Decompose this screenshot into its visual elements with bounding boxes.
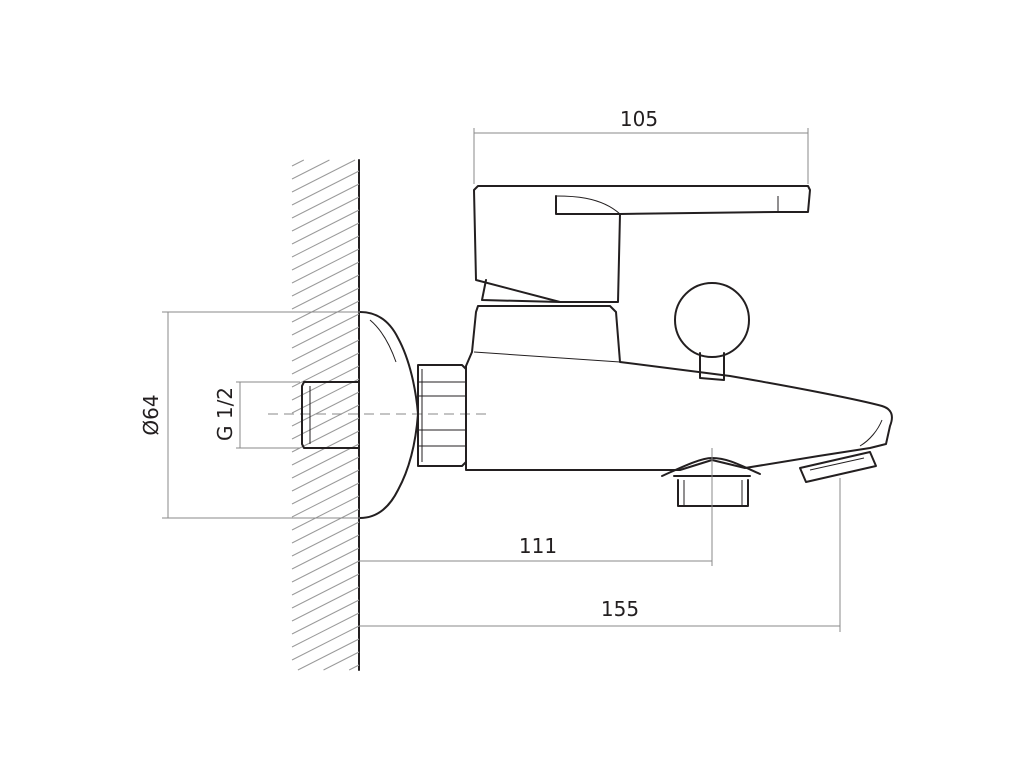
hatch-line [291, 456, 360, 492]
hatch-line [291, 560, 360, 596]
hand-shower-outlet [661, 457, 761, 507]
hatch-line [291, 159, 330, 180]
hatch-line [291, 612, 360, 648]
dimension-spout-projection: 155 [359, 478, 841, 632]
hatch-line [297, 638, 360, 671]
hex-nut [417, 364, 467, 467]
hatch-line [291, 209, 360, 245]
dimension-outlet-distance: 111 [359, 448, 713, 566]
diverter-knob [674, 282, 750, 381]
hatch-line [291, 287, 360, 323]
dimension-handle-length: 105 [473, 107, 809, 184]
hatch-line [291, 300, 360, 336]
label-spout-projection: 155 [601, 597, 639, 621]
hatch-line [291, 339, 360, 375]
hatch-line [291, 261, 360, 297]
dimension-flange-diameter: Ø64 [139, 311, 360, 519]
hatch-line [291, 196, 360, 232]
hatch-line [291, 521, 360, 557]
hatch-line [291, 183, 360, 219]
hatch-line [291, 248, 360, 284]
label-connection-thread: G 1/2 [213, 387, 237, 441]
hatch-line [291, 274, 360, 310]
hatch-line [291, 534, 360, 570]
hatch-line [291, 495, 360, 531]
hatch-line [291, 547, 360, 583]
hatch-line [291, 170, 360, 206]
hatch-line [291, 391, 360, 427]
label-handle-length: 105 [620, 107, 658, 131]
threaded-connector [301, 381, 360, 449]
hatch-line [291, 159, 305, 167]
hatch-line [291, 625, 360, 661]
faucet-body [465, 305, 893, 471]
hatch-line [291, 326, 360, 362]
hatch-line [348, 664, 360, 671]
hatch-line [291, 443, 360, 479]
hatch-line [291, 469, 360, 505]
hatch-line [291, 573, 360, 609]
hatch-line [323, 651, 360, 671]
lever-handle [473, 185, 811, 303]
hatch-line [291, 404, 360, 440]
dimension-connection-thread: G 1/2 [213, 381, 300, 449]
spout-aerator [799, 451, 877, 483]
hatch-line [291, 586, 360, 622]
hatch-line [291, 222, 360, 258]
hatch-line [291, 313, 360, 349]
hatch-line [291, 599, 360, 635]
hatch-line [291, 159, 356, 193]
hatch-line [291, 352, 360, 388]
label-outlet-distance: 111 [519, 534, 557, 558]
label-flange-diameter: Ø64 [139, 394, 163, 435]
hatch-line [291, 235, 360, 271]
hatch-line [291, 482, 360, 518]
wall-flange [359, 311, 419, 519]
hatch-line [291, 378, 360, 414]
hatch-line [291, 508, 360, 544]
